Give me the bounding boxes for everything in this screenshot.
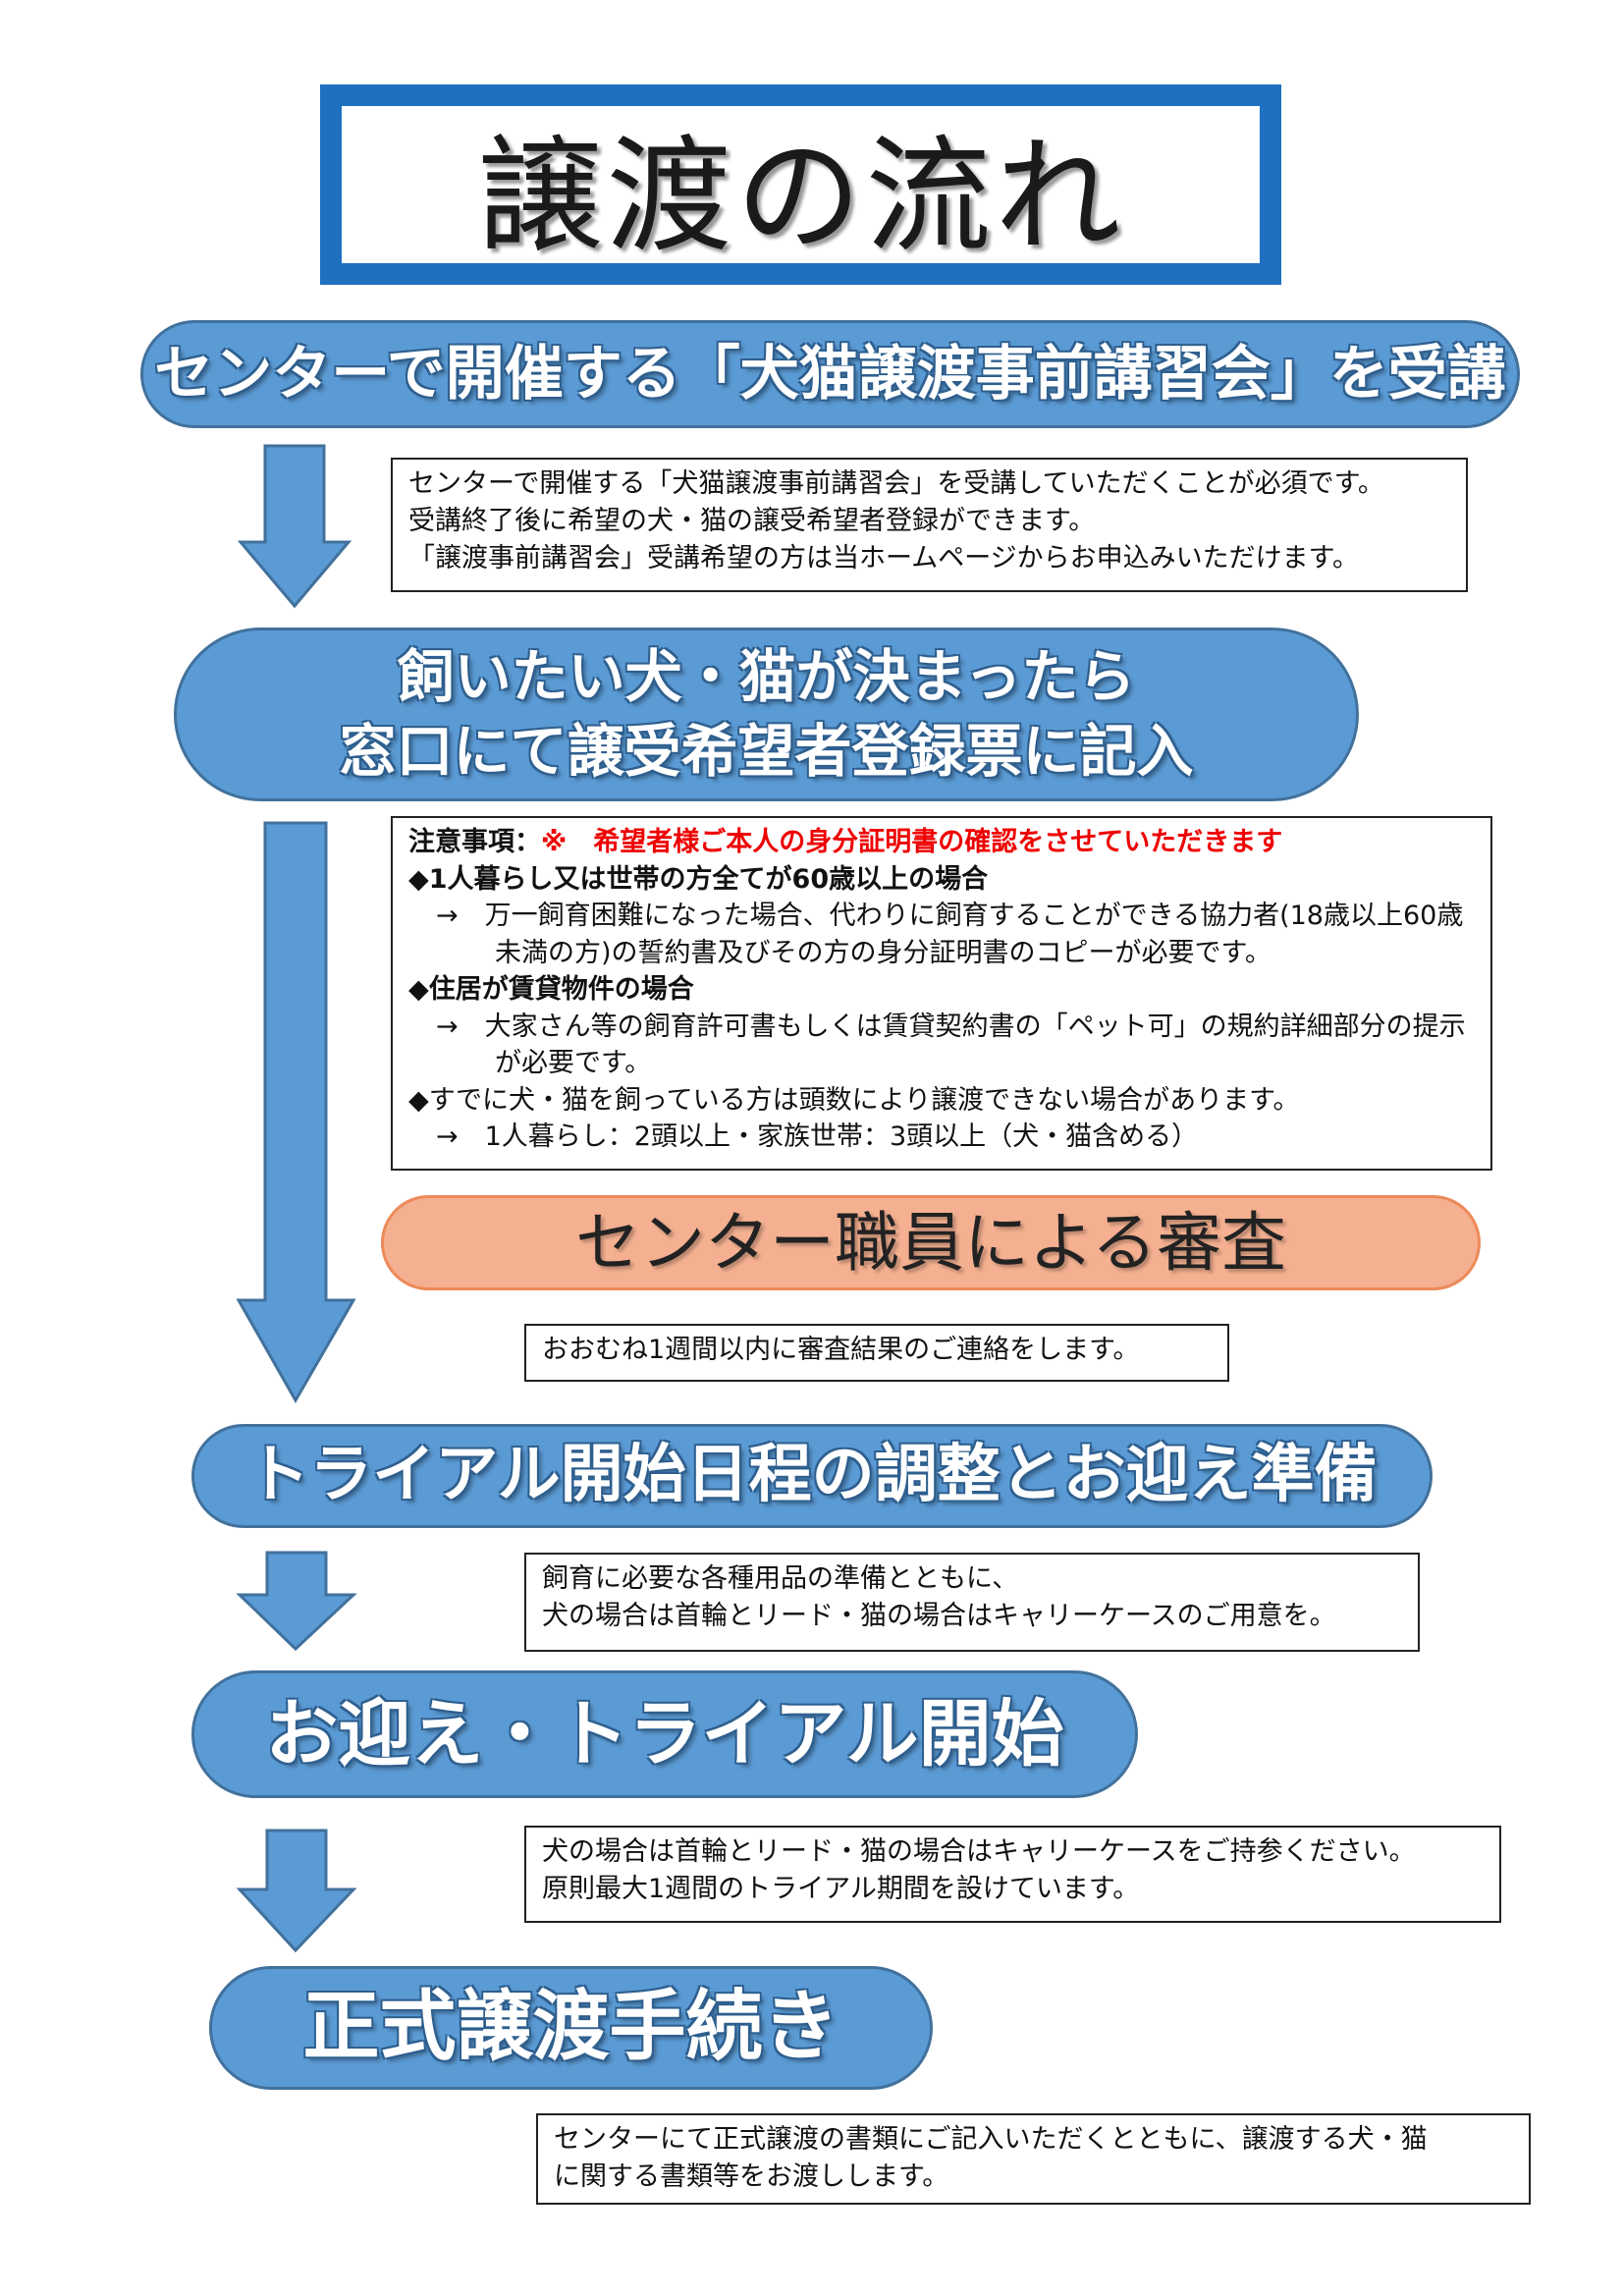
step-label: センターで開催する「犬猫譲渡事前講習会」を受講 bbox=[154, 340, 1506, 409]
note-line: 犬の場合は首輪とリード・猫の場合はキャリーケースのご用意を。 bbox=[542, 1601, 1336, 1631]
caution-detail: → 大家さん等の飼育許可書もしくは賃貸契約書の「ペット可」の規約詳細部分の提示が… bbox=[436, 1011, 1466, 1079]
step-formal: 正式譲渡手続き bbox=[209, 1966, 933, 2090]
note-lecture: センターで開催する「犬猫譲渡事前講習会」を受講していただくことが必須です。 受講… bbox=[391, 458, 1468, 592]
note-formal: センターにて正式譲渡の書類にご記入いただくとともに、譲渡する犬・猫 に関する書類… bbox=[536, 2113, 1531, 2205]
note-caution: 注意事項：※ 希望者様ご本人の身分証明書の確認をさせていただきます ◆1人暮らし… bbox=[391, 816, 1492, 1171]
down-arrow-icon bbox=[236, 1551, 357, 1652]
step-register: 飼いたい犬・猫が決まったら 窓口にて譲受希望者登録票に記入 bbox=[174, 628, 1359, 801]
caution-heading: ◆すでに犬・猫を飼っている方は頭数により譲渡できない場合があります。 bbox=[408, 1084, 1300, 1116]
note-review: おおむね1週間以内に審査結果のご連絡をします。 bbox=[524, 1324, 1229, 1382]
caution-detail: → 万一飼育困難になった場合、代わりに飼育することができる協力者(18歳以上60… bbox=[436, 901, 1464, 968]
caution-heading: ◆1人暮らし又は世帯の方全てが60歳以上の場合 bbox=[408, 863, 989, 895]
note-line: に関する書類等をお渡しします。 bbox=[554, 2161, 949, 2192]
down-arrow-icon bbox=[236, 1829, 357, 1953]
step-label: センター職員による審査 bbox=[574, 1204, 1287, 1281]
step-label: 飼いたい犬・猫が決まったら bbox=[397, 643, 1136, 711]
step-trial-prep: トライアル開始日程の調整とお迎え準備 bbox=[191, 1424, 1433, 1528]
step-review: センター職員による審査 bbox=[381, 1195, 1481, 1290]
note-line: センターにて正式譲渡の書類にご記入いただくとともに、譲渡する犬・猫 bbox=[554, 2124, 1428, 2155]
note-line: 飼育に必要な各種用品の準備とともに、 bbox=[542, 1563, 1019, 1594]
note-prep: 飼育に必要な各種用品の準備とともに、 犬の場合は首輪とリード・猫の場合はキャリー… bbox=[524, 1553, 1420, 1652]
note-trial: 犬の場合は首輪とリード・猫の場合はキャリーケースをご持参ください。 原則最大1週… bbox=[524, 1826, 1501, 1923]
caution-warning: ※ 希望者様ご本人の身分証明書の確認をさせていただきます bbox=[541, 827, 1283, 857]
caution-label: 注意事項： bbox=[408, 827, 541, 857]
step-lecture: センターで開催する「犬猫譲渡事前講習会」を受講 bbox=[140, 320, 1520, 428]
note-line: 原則最大1週間のトライアル期間を設けています。 bbox=[542, 1874, 1140, 1904]
step-label: お迎え・トライアル開始 bbox=[265, 1691, 1064, 1777]
note-line: 「譲渡事前講習会」受講希望の方は当ホームページからお申込みいただけます。 bbox=[408, 543, 1359, 574]
note-line: 犬の場合は首輪とリード・猫の場合はキャリーケースをご持参ください。 bbox=[542, 1836, 1416, 1867]
step-trial-start: お迎え・トライアル開始 bbox=[191, 1670, 1138, 1798]
note-line: センターで開催する「犬猫譲渡事前講習会」を受講していただくことが必須です。 bbox=[408, 468, 1384, 499]
down-arrow-icon bbox=[237, 444, 352, 609]
page-title: 譲渡の流れ bbox=[476, 123, 1125, 270]
note-line: 受講終了後に希望の犬・猫の譲受希望者登録ができます。 bbox=[408, 506, 1096, 536]
long-down-arrow-icon bbox=[236, 821, 356, 1404]
note-line: おおむね1週間以内に審査結果のご連絡をします。 bbox=[542, 1335, 1140, 1365]
step-label: トライアル開始日程の調整とお迎え準備 bbox=[246, 1439, 1378, 1512]
caution-detail: → 1人暮らし：2頭以上・家族世帯：3頭以上（犬・猫含める） bbox=[436, 1121, 1199, 1152]
step-label: 正式譲渡手続き bbox=[302, 1983, 839, 2072]
page-title-box: 譲渡の流れ bbox=[320, 84, 1281, 285]
caution-heading: ◆住居が賃貸物件の場合 bbox=[408, 974, 694, 1005]
step-label: 窓口にて譲受希望者登録票に記入 bbox=[339, 717, 1194, 785]
